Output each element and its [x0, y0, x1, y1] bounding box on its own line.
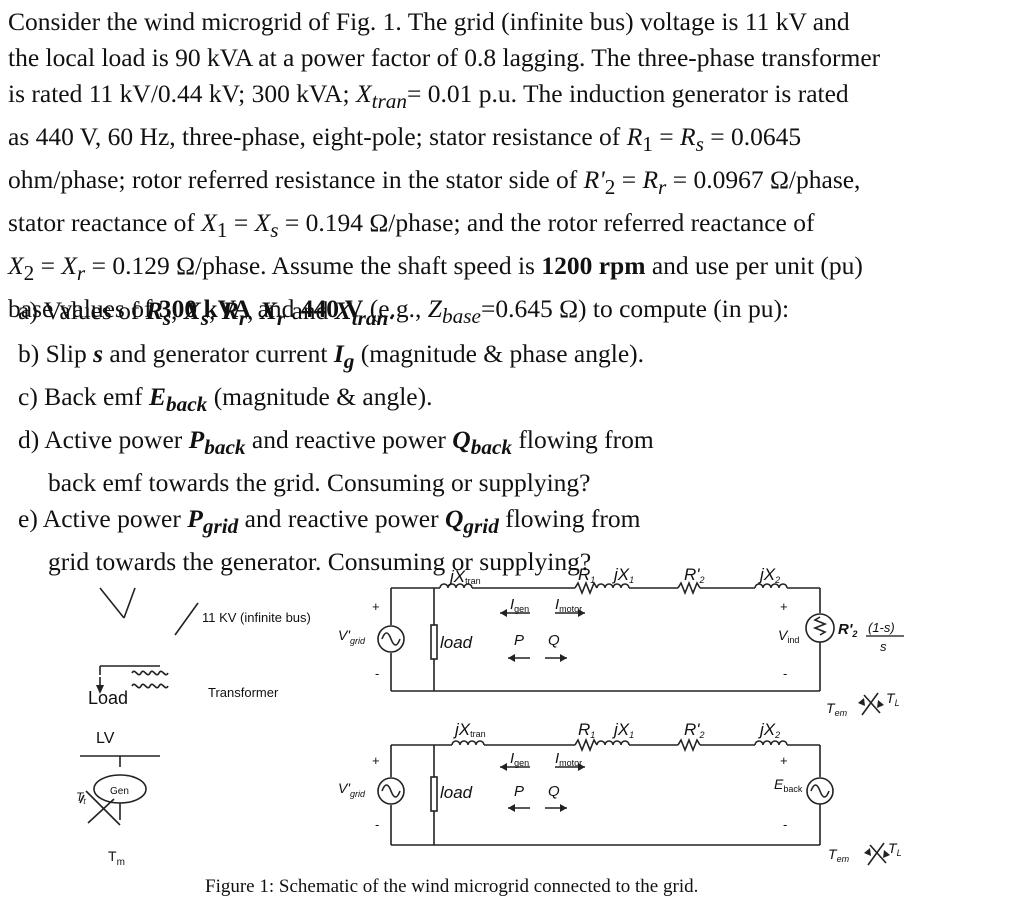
grid-line-right	[123, 587, 136, 619]
top-variable-resistor	[812, 616, 828, 636]
load-label: Load	[88, 688, 128, 708]
top-torque-line-1	[861, 692, 879, 716]
torque-line-1	[85, 790, 121, 826]
question-b: b) Slip s and generator current Ig (magn…	[18, 339, 645, 374]
problem-statement: Consider the wind microgrid of Fig. 1. T…	[8, 4, 968, 335]
question-c: c) Back emf Eback (magnitude & angle).	[18, 382, 433, 417]
question-d: d) Active power Pback and reactive power…	[18, 425, 654, 460]
bottom-torque-line-2	[869, 844, 887, 864]
top-jxtran-label: jXtran	[448, 567, 481, 586]
bottom-xtran-inductor	[451, 740, 485, 746]
rotor-resistance-label: R'2	[838, 621, 857, 639]
bottom-q-label: Q	[548, 783, 560, 800]
bottom-grid-plus: +	[372, 753, 380, 768]
bottom-vgrid-label: V'grid	[338, 780, 366, 799]
tt-arrow	[79, 794, 85, 804]
bottom-load-box	[430, 776, 438, 812]
top-jx1-label: jX1	[612, 565, 634, 585]
bottom-x2-inductor	[754, 740, 788, 746]
question-list: a) Values of Rs, Xs, Rr, Xr and Xtran. b…	[18, 293, 654, 580]
bottom-torque-line-1	[867, 842, 885, 866]
top-r2-label: R'2	[684, 565, 705, 585]
bottom-r2-label: R'2	[684, 720, 705, 740]
top-tl-label: TL	[886, 690, 900, 708]
schematic-figure: 11 KV (infinite bus) Transformer Load LV…	[0, 555, 1024, 880]
bottom-r1-label: R1	[578, 720, 595, 740]
top-vind-plus: +	[780, 599, 788, 614]
eback-label: Eback	[774, 776, 803, 794]
transformer-coil-1	[131, 670, 169, 676]
question-e-cont: grid towards the generator. Consuming or…	[48, 547, 592, 577]
top-imotor-label: Imotor	[555, 596, 582, 614]
top-rotor-resistance-source	[805, 613, 835, 643]
question-e: e) Active power Pgrid and reactive power…	[18, 504, 641, 539]
gen-label: Gen	[110, 786, 129, 797]
grid-line-left	[99, 587, 125, 619]
problem-line: as 440 V, 60 Hz, three-phase, eight-pole…	[8, 122, 802, 157]
bottom-r1-resistor	[574, 737, 598, 753]
eback-plus: +	[780, 753, 788, 768]
back-emf-wave	[810, 784, 830, 798]
top-r1-label: R1	[578, 565, 595, 585]
top-grid-source	[377, 625, 405, 653]
bottom-r2-resistor	[677, 737, 701, 753]
bottom-jx1-label: jX1	[612, 720, 634, 740]
bottom-tem-label: Tem	[828, 846, 850, 864]
top-vind-minus: -	[783, 666, 787, 681]
top-ac-wave	[381, 632, 401, 646]
bottom-load-label: load	[440, 783, 473, 802]
top-tem-label: Tem	[826, 700, 848, 718]
top-vgrid-label: V'grid	[338, 627, 366, 646]
figure-caption: Figure 1: Schematic of the wind microgri…	[205, 876, 699, 897]
bottom-ac-wave	[381, 784, 401, 798]
top-grid-minus: -	[375, 666, 379, 681]
top-torque-line-2	[863, 694, 881, 714]
top-r2-resistor	[677, 580, 701, 596]
eback-minus: -	[783, 817, 787, 832]
top-jx2-label: jX2	[758, 565, 780, 585]
bottom-tl-label: TL	[888, 840, 902, 858]
load-arrow-head	[96, 685, 104, 694]
lv-label: LV	[96, 730, 115, 747]
top-r1-resistor	[574, 580, 598, 596]
top-q-label: Q	[548, 632, 560, 649]
vind-label: Vind	[778, 627, 799, 645]
transformer-coil-2	[131, 683, 169, 689]
problem-line: ohm/phase; rotor referred resistance in …	[8, 165, 861, 200]
problem-line: the local load is 90 kVA at a power fact…	[8, 43, 881, 72]
bus-slash	[174, 602, 199, 636]
bottom-grid-minus: -	[375, 817, 379, 832]
bottom-p-label: P	[514, 783, 524, 800]
question-a: a) Values of Rs, Xs, Rr, Xr and Xtran.	[18, 296, 395, 331]
top-xtran-inductor	[439, 583, 473, 589]
problem-line: Consider the wind microgrid of Fig. 1. T…	[8, 7, 850, 36]
tm-label: Tm	[108, 848, 125, 868]
top-load-box	[430, 624, 438, 660]
top-p-label: P	[514, 632, 524, 649]
bottom-jx2-label: jX2	[758, 720, 780, 740]
top-load-label: load	[440, 633, 473, 652]
infinite-bus-label: 11 KV (infinite bus)	[202, 610, 311, 625]
bottom-imotor-label: Imotor	[555, 750, 582, 768]
problem-line: base values of 300 kVA and 440 V (e.g., …	[8, 294, 790, 329]
top-x1-inductor	[596, 583, 630, 589]
torque-line-2	[87, 798, 115, 824]
top-igen-label: Igen	[510, 596, 529, 614]
bottom-x1-inductor	[596, 740, 630, 746]
bottom-jxtran-label: jXtran	[453, 720, 486, 739]
problem-line: is rated 11 kV/0.44 kV; 300 kVA; Xtran= …	[8, 79, 849, 114]
top-grid-plus: +	[372, 599, 380, 614]
problem-line: X2 = Xr = 0.129 Ω/phase. Assume the shaf…	[8, 251, 863, 286]
top-x2-inductor	[754, 583, 788, 589]
question-d-cont: back emf towards the grid. Consuming or …	[48, 468, 591, 498]
problem-line: stator reactance of X1 = Xs = 0.194 Ω/ph…	[8, 208, 815, 243]
slip-numerator: (1-s)	[868, 620, 895, 635]
transformer-label: Transformer	[208, 685, 279, 700]
bottom-grid-source	[377, 777, 405, 805]
bottom-igen-label: Igen	[510, 750, 529, 768]
slip-denominator: s	[880, 639, 887, 654]
tt-label: Tt	[76, 790, 86, 806]
schematic-svg: 11 KV (infinite bus) Transformer Load LV…	[76, 565, 904, 868]
